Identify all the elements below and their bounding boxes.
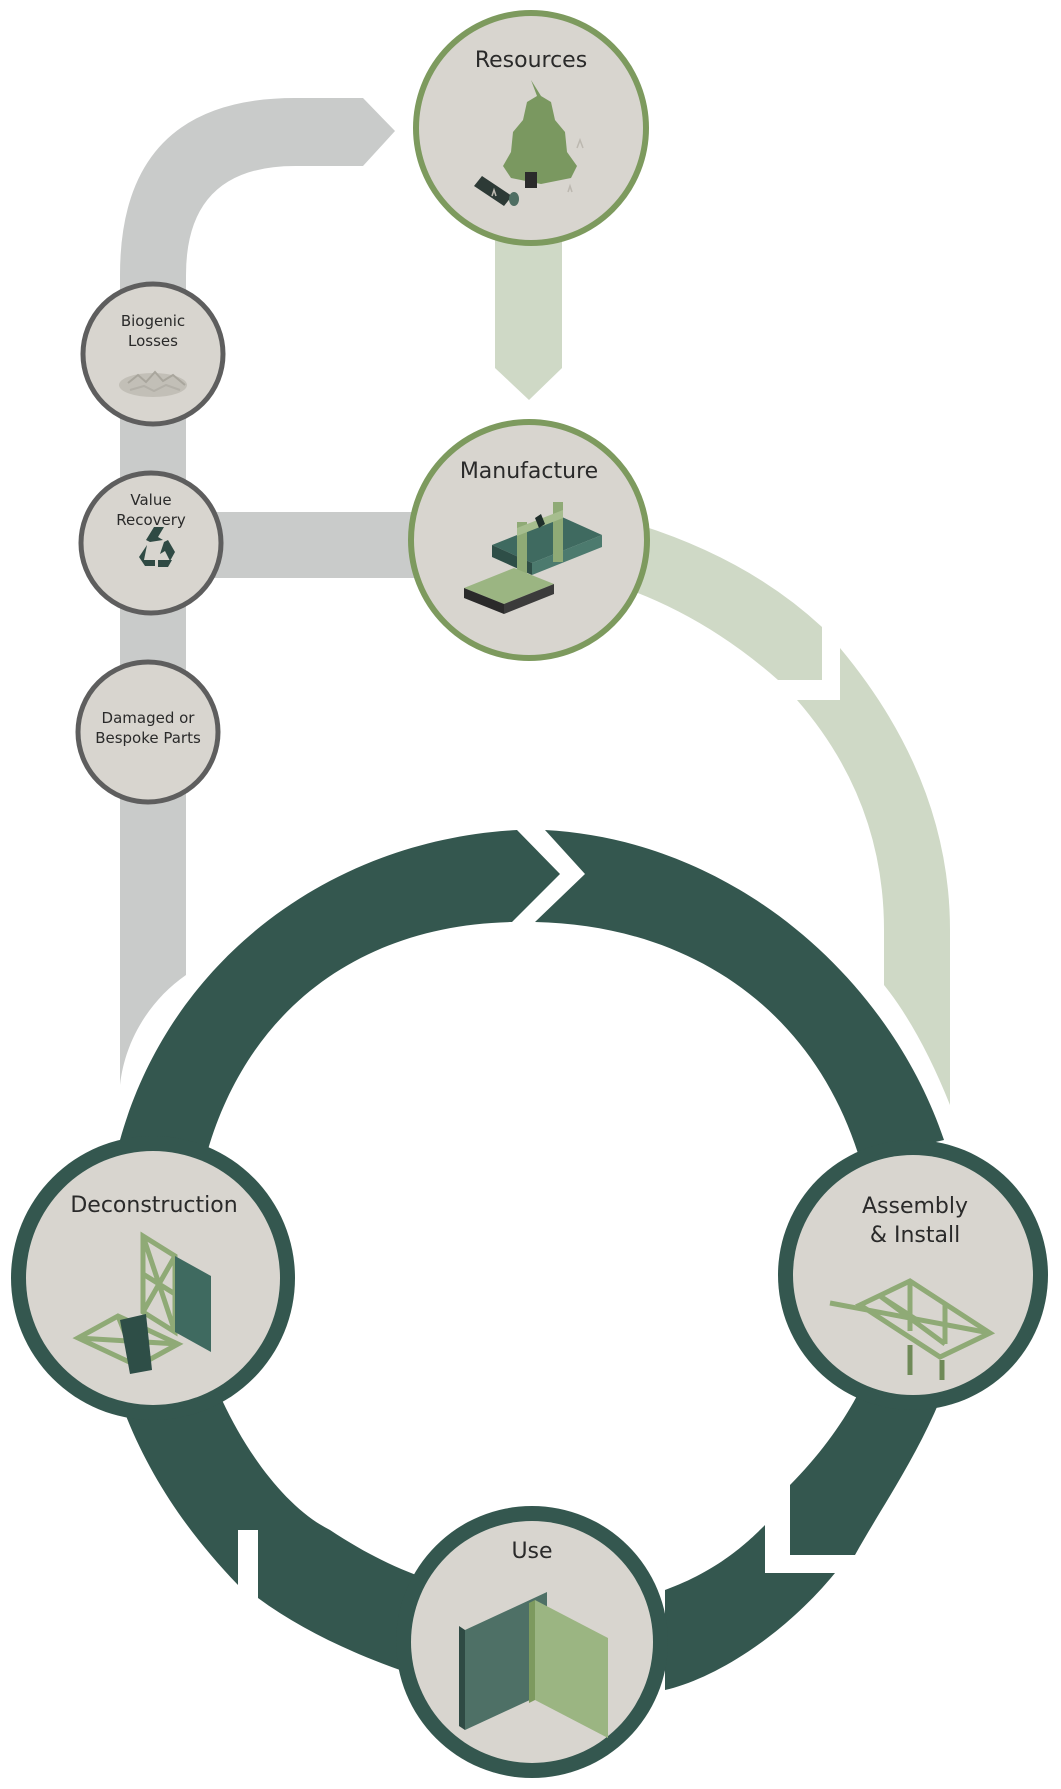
ring-arc-top-right	[535, 830, 944, 1160]
deconstruction-label: Deconstruction	[70, 1193, 237, 1218]
manufacture-flow-segment-1	[630, 525, 822, 680]
ring-arc-right	[790, 1390, 940, 1555]
deconstruction-icon	[72, 1231, 211, 1374]
biogenic-label-1: Biogenic	[121, 312, 185, 330]
cnc-machine-icon	[464, 502, 602, 614]
use-node: Use	[396, 1506, 668, 1778]
assembly-install-node: Assembly & Install	[778, 1140, 1048, 1410]
assembly-label-2: & Install	[870, 1223, 960, 1248]
damaged-label-2: Bespoke Parts	[95, 729, 201, 747]
truss-assembly-icon	[829, 1278, 996, 1380]
assembly-label-1: Assembly	[862, 1194, 968, 1219]
manufacture-to-assembly-flow	[630, 525, 950, 1105]
recycle-icon	[139, 527, 175, 567]
biogenic-losses-node: Biogenic Losses	[80, 281, 226, 427]
value-label-2: Recovery	[116, 511, 186, 529]
ring-arc-bottom-right	[665, 1525, 835, 1690]
ring-arc-left	[120, 1400, 330, 1585]
biogenic-label-2: Losses	[128, 332, 178, 350]
use-label: Use	[511, 1539, 552, 1564]
manufacture-node: Manufacture	[408, 419, 650, 661]
debris-icon	[119, 370, 187, 397]
manufacture-label: Manufacture	[460, 459, 598, 484]
resources-node: Resources	[413, 10, 649, 246]
gray-branch-to-manufacture	[186, 512, 416, 578]
panel-icon	[459, 1592, 608, 1738]
resources-to-manufacture-arrow	[495, 238, 562, 400]
deconstruction-node: Deconstruction	[11, 1136, 295, 1420]
tree-icon	[474, 80, 584, 206]
value-recovery-node: Value Recovery	[78, 470, 224, 616]
damaged-label-1: Damaged or	[102, 709, 196, 727]
ring-arc-top-left	[120, 830, 560, 1160]
resources-label: Resources	[475, 48, 587, 73]
manufacture-flow-segment-2	[797, 648, 950, 1105]
value-label-1: Value	[130, 491, 171, 509]
damaged-parts-node: Damaged or Bespoke Parts	[75, 659, 221, 805]
